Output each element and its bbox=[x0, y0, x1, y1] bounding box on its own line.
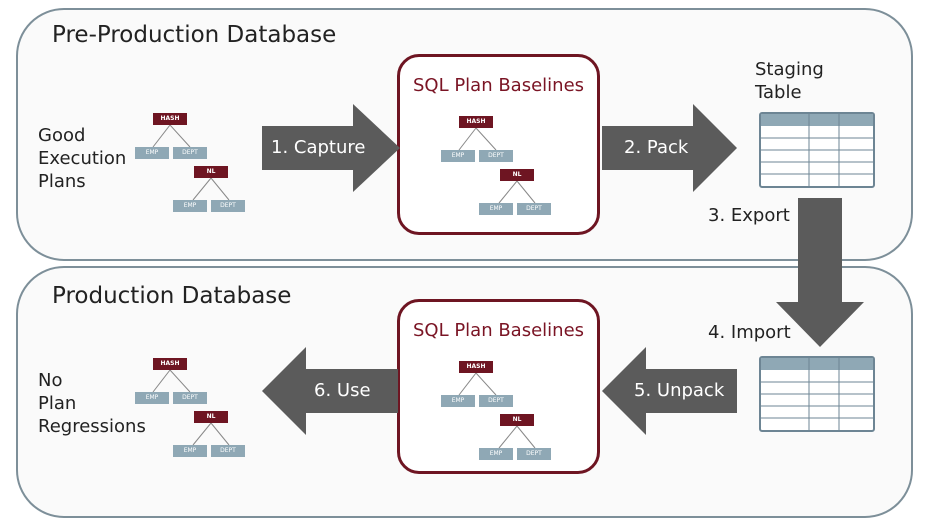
dept-node: DEPT bbox=[173, 392, 207, 404]
emp-node: EMP bbox=[135, 392, 169, 404]
emp-node: EMP bbox=[441, 395, 475, 407]
dept-node: DEPT bbox=[173, 147, 207, 159]
prod-sql-plan-baselines-box: SQL Plan Baselines HASH EMP DEPT NL EMP … bbox=[397, 299, 600, 474]
dept-node: DEPT bbox=[211, 200, 245, 212]
staging-table-preprod bbox=[759, 112, 875, 188]
export-label: 3. Export bbox=[708, 205, 790, 226]
nl-node: NL bbox=[500, 169, 534, 181]
plan-tree-prod-baseline: HASH EMP DEPT NL EMP DEPT bbox=[439, 360, 551, 460]
capture-arrow: 1. Capture bbox=[262, 104, 400, 192]
sql-plan-baselines-title: SQL Plan Baselines bbox=[412, 320, 585, 341]
sql-plan-baselines-title: SQL Plan Baselines bbox=[412, 75, 585, 96]
hash-node: HASH bbox=[153, 358, 187, 370]
nl-node: NL bbox=[194, 166, 228, 178]
nl-node: NL bbox=[500, 414, 534, 426]
hash-node: HASH bbox=[459, 361, 493, 373]
preprod-sql-plan-baselines-box: SQL Plan Baselines HASH EMP DEPT NL EMP … bbox=[397, 54, 600, 235]
emp-node: EMP bbox=[173, 445, 207, 457]
plan-tree-prod-result: HASH EMP DEPT NL EMP DEPT bbox=[133, 357, 245, 457]
capture-label: 1. Capture bbox=[271, 137, 366, 158]
emp-node: EMP bbox=[479, 448, 513, 460]
production-title: Production Database bbox=[52, 283, 292, 309]
emp-node: EMP bbox=[479, 203, 513, 215]
hash-node: HASH bbox=[459, 116, 493, 128]
pack-label: 2. Pack bbox=[624, 137, 689, 158]
dept-node: DEPT bbox=[211, 445, 245, 457]
nl-node: NL bbox=[194, 411, 228, 423]
plan-tree-preprod-source: HASH EMP DEPT NL EMP DEPT bbox=[133, 112, 245, 212]
dept-node: DEPT bbox=[517, 203, 551, 215]
no-plan-regressions-label: No Plan Regressions bbox=[38, 370, 146, 437]
unpack-arrow: 5. Unpack bbox=[602, 347, 737, 435]
emp-node: EMP bbox=[441, 150, 475, 162]
emp-node: EMP bbox=[135, 147, 169, 159]
unpack-label: 5. Unpack bbox=[634, 380, 725, 401]
dept-node: DEPT bbox=[479, 395, 513, 407]
staging-table-label: Staging Table bbox=[755, 59, 824, 103]
staging-table-prod bbox=[759, 356, 875, 432]
export-import-arrow bbox=[776, 198, 864, 347]
dept-node: DEPT bbox=[479, 150, 513, 162]
import-label: 4. Import bbox=[708, 322, 791, 343]
use-label: 6. Use bbox=[314, 380, 371, 401]
use-arrow: 6. Use bbox=[262, 347, 398, 435]
plan-tree-preprod-baseline: HASH EMP DEPT NL EMP DEPT bbox=[439, 115, 551, 215]
preproduction-title: Pre-Production Database bbox=[52, 22, 337, 48]
pack-arrow: 2. Pack bbox=[602, 104, 737, 192]
dept-node: DEPT bbox=[517, 448, 551, 460]
emp-node: EMP bbox=[173, 200, 207, 212]
good-execution-plans-label: Good Execution Plans bbox=[38, 125, 127, 192]
hash-node: HASH bbox=[153, 113, 187, 125]
